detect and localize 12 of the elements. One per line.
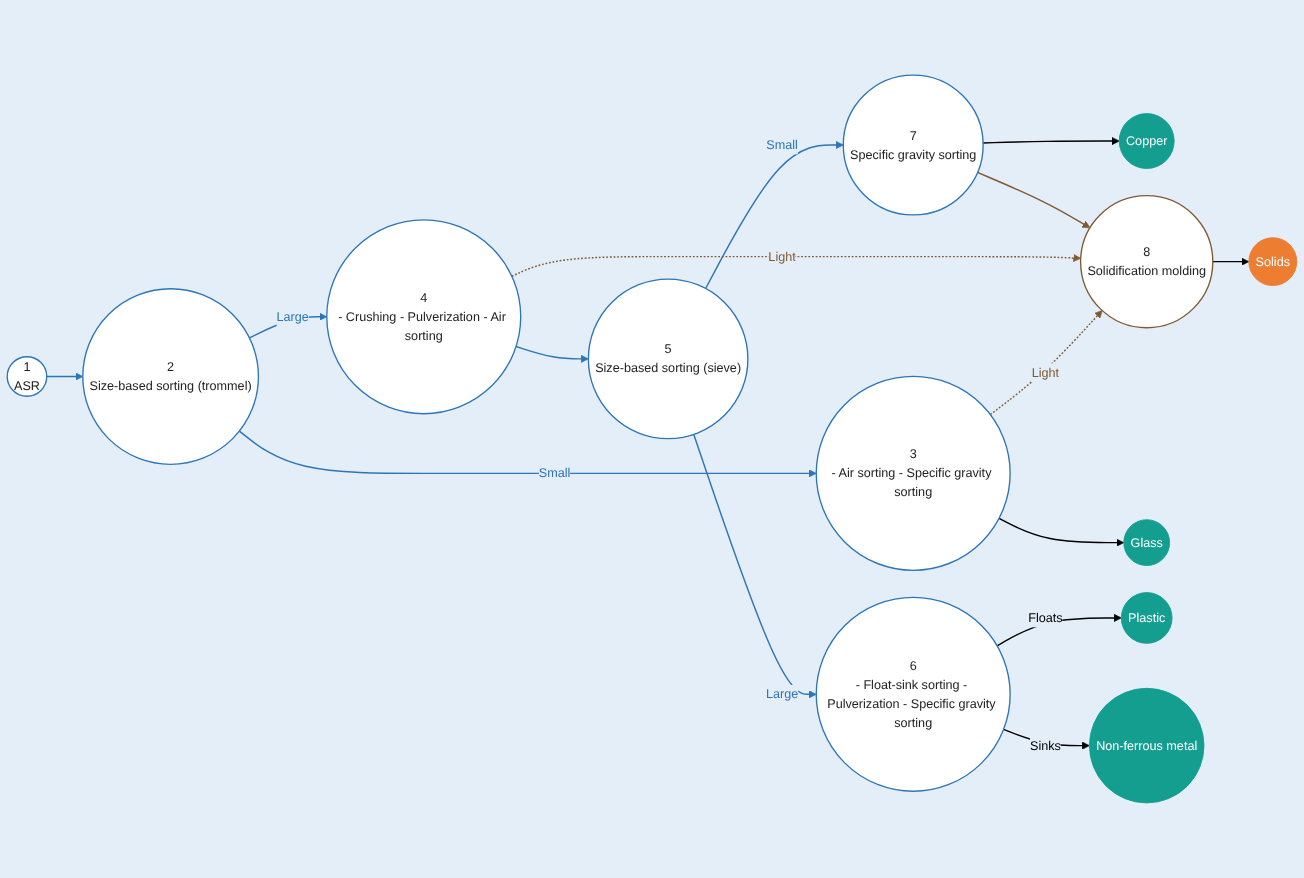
arrow [46, 372, 84, 381]
arrow [693, 433, 817, 699]
arrow [511, 254, 1082, 277]
arrow [976, 171, 1091, 229]
arrow [515, 345, 589, 363]
arrow [1212, 257, 1250, 266]
arrow [989, 310, 1103, 416]
arrow [238, 430, 817, 478]
arrow [998, 517, 1125, 547]
arrow [996, 614, 1122, 647]
arrow [982, 137, 1120, 145]
arrow [704, 141, 844, 290]
